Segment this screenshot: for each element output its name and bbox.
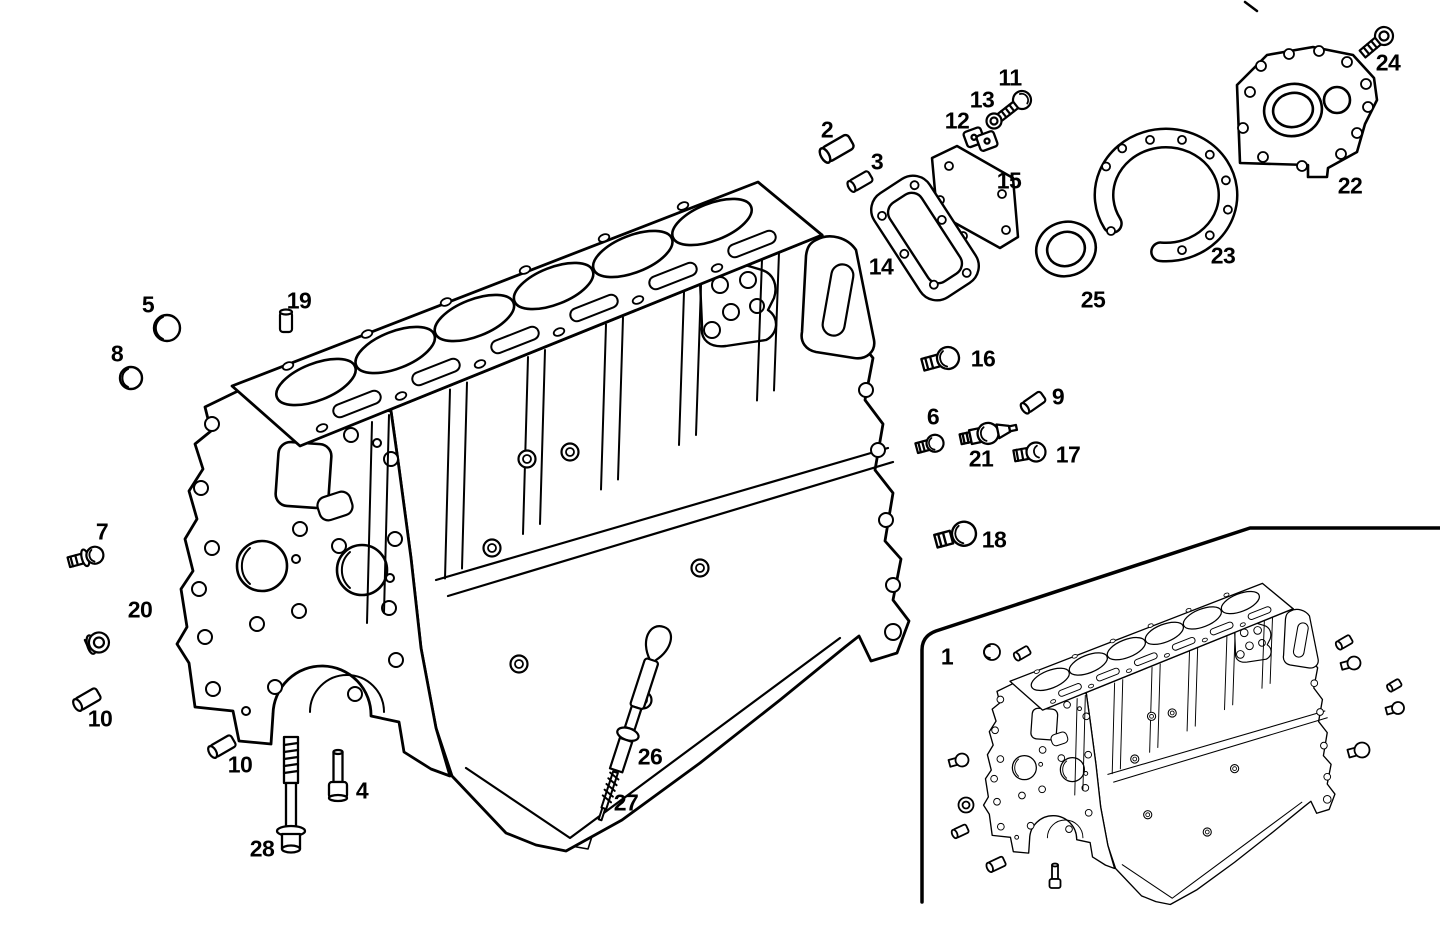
part-5-core-plug — [152, 313, 182, 343]
part-10-dowel-pin — [207, 734, 237, 759]
part-23-gasket — [1093, 127, 1239, 263]
inset-loose-plugs — [947, 634, 1405, 889]
part-12-clamp — [962, 126, 999, 152]
inset-frame — [920, 526, 1440, 904]
part-27-dipstick-extension — [597, 770, 620, 822]
inset-view — [920, 526, 1440, 906]
part-6-screw-plug — [914, 433, 945, 455]
part-16-screw-plug — [920, 345, 961, 372]
part-22-seal-housing-cover — [1235, 45, 1379, 179]
part-19-bush — [278, 308, 294, 334]
part-14-gasket — [870, 174, 980, 302]
part-9-dowel-pin — [1019, 390, 1047, 415]
part-8-core-plug — [118, 365, 144, 391]
part-7-screw-plug — [66, 545, 105, 569]
part-21-union — [958, 421, 1019, 446]
part-28-screw — [275, 735, 307, 854]
page-corner-mark — [1243, 0, 1259, 13]
part-11-screw — [995, 89, 1033, 123]
part-20-seal-ring — [83, 631, 111, 655]
part-2-bush — [818, 133, 855, 164]
part-24-screw — [1358, 25, 1395, 59]
part-10-dowel-pin — [72, 687, 102, 712]
part-17-screw-plug — [1012, 441, 1047, 463]
part-13-nut — [985, 112, 1003, 130]
part-18-screw-plug — [933, 520, 978, 549]
part-4-screw — [327, 748, 349, 803]
engine-block-inset — [982, 582, 1336, 906]
part-25-shaft-seal — [1034, 220, 1098, 278]
part-26-dipstick — [608, 625, 673, 774]
part-3-dowel-pin — [846, 170, 874, 194]
